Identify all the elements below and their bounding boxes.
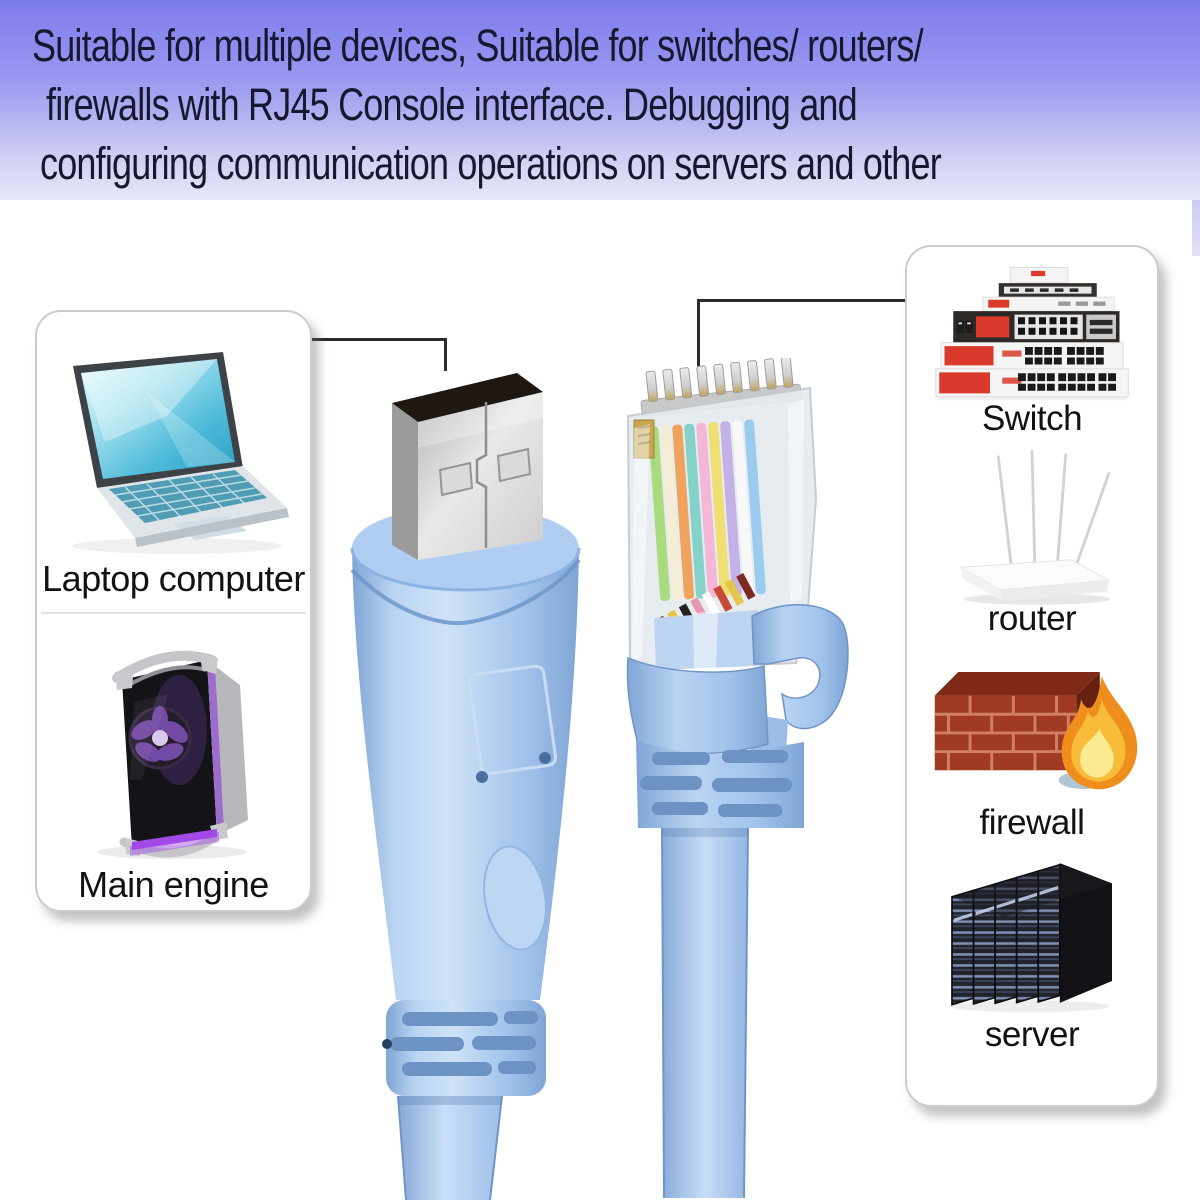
rj45-plug-image: [626, 358, 849, 1199]
callout-line-right-horizontal: [697, 299, 906, 302]
firewall-image: [934, 672, 1138, 790]
main-engine-label: Main engine: [78, 864, 269, 905]
server-rack-image: [949, 863, 1112, 1013]
header-line-3: configuring communication operations on …: [40, 138, 942, 189]
server-label: server: [984, 1015, 1080, 1054]
callout-line-left-horizontal: [306, 338, 447, 341]
header-banner: Suitable for multiple devices, Suitable …: [0, 0, 1200, 200]
router-label: router: [987, 599, 1077, 638]
network-switch-image: [935, 266, 1129, 401]
header-line-1: Suitable for multiple devices, Suitable …: [32, 20, 924, 71]
laptop-image: [72, 352, 289, 554]
switch-label: Switch: [981, 399, 1083, 438]
usb-a-plug-image: [350, 373, 581, 1200]
desktop-tower-image: [97, 650, 248, 859]
wifi-router-image: [959, 449, 1111, 605]
callout-line-left-vertical: [444, 338, 447, 371]
right-device-panel: Switch router: [905, 245, 1159, 1107]
panel-divider: [41, 612, 306, 614]
callout-line-right-vertical: [697, 299, 700, 368]
laptop-label: Laptop computer: [42, 558, 305, 599]
header-line-2: firewalls with RJ45 Console interface. D…: [46, 79, 858, 130]
left-device-panel: Laptop computer: [35, 310, 312, 912]
firewall-label: firewall: [979, 803, 1085, 842]
